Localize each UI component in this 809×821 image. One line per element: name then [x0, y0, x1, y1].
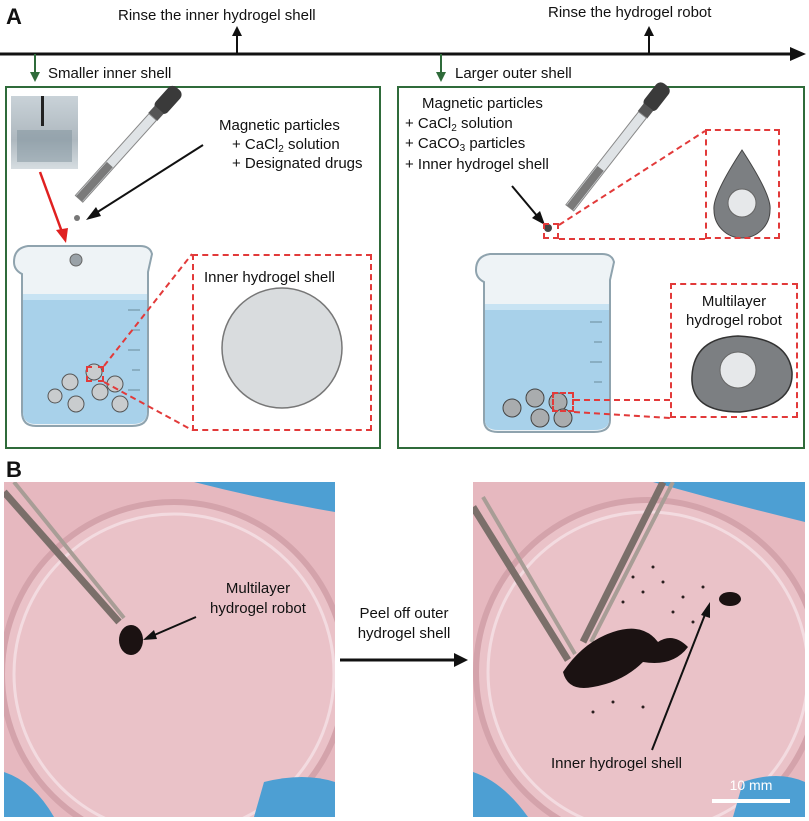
before-peel-photo	[4, 482, 335, 817]
caco3-subscript: 3	[459, 143, 466, 154]
outer-shell-illustration	[474, 82, 793, 433]
cacl2-solution-label: solution	[456, 115, 513, 132]
outer-shell-process-box	[397, 86, 805, 449]
right-ingredient-line-1: Magnetic particles	[422, 95, 543, 112]
rinse-inner-label: Rinse the inner hydrogel shell	[118, 7, 316, 24]
robot-zoom-label-1: Multilayer	[701, 293, 767, 310]
caco3-particles-label: particles	[465, 135, 526, 152]
left-ingredient-line-3: + Designated drugs	[232, 155, 363, 172]
left-ingredient-line-2: + CaCl2 solution	[232, 135, 340, 159]
caco3-label: + CaCO	[405, 135, 460, 152]
right-ingredient-line-2: + CaCl2 solution	[405, 114, 513, 138]
cacl2-subscript: 2	[451, 123, 457, 134]
drop-zoom-box	[543, 223, 559, 239]
scale-bar	[712, 799, 790, 803]
cacl2-label: + CaCl	[405, 115, 452, 132]
left-ingredient-line-1: Magnetic particles	[219, 117, 340, 134]
inner-shell-photo-label: Inner hydrogel shell	[551, 755, 682, 772]
rinse-robot-label: Rinse the hydrogel robot	[548, 4, 712, 21]
right-ingredient-line-4: + Inner hydrogel shell	[405, 156, 549, 173]
robot-photo-label-1: Multilayer	[225, 580, 291, 597]
inner-shell-zoom-frame	[192, 254, 372, 431]
inner-shell-zoom-label: Inner hydrogel shell	[204, 269, 335, 286]
drop-zoom-frame	[705, 129, 780, 239]
panel-b-letter: B	[6, 457, 22, 482]
after-peel-photo-art	[473, 482, 805, 817]
timeline-graphic	[0, 26, 806, 82]
peel-off-label-2: hydrogel shell	[357, 625, 451, 642]
robot-zoom-frame	[670, 283, 798, 418]
robot-bead-zoom-box	[552, 392, 574, 412]
scale-bar-label: 10 mm	[729, 777, 773, 793]
inner-shell-illustration	[12, 85, 343, 431]
robot-photo-label-2: hydrogel robot	[210, 600, 306, 617]
setup-photo-thumbnail	[11, 96, 78, 169]
panel-a-letter: A	[6, 4, 22, 29]
after-peel-photo	[473, 482, 805, 817]
peel-off-label-1: Peel off outer	[359, 605, 449, 622]
inner-bead-zoom-box	[86, 366, 104, 382]
cacl-subscript: 2	[278, 144, 284, 155]
right-ingredient-line-3: + CaCO3 particles	[405, 134, 525, 158]
larger-outer-shell-label: Larger outer shell	[455, 65, 572, 82]
inner-shell-process-box	[5, 86, 381, 449]
cacl-label: + CaCl	[232, 136, 279, 153]
before-peel-photo-art	[4, 482, 335, 817]
smaller-inner-shell-label: Smaller inner shell	[48, 65, 172, 82]
solution-label: solution	[288, 136, 340, 153]
robot-zoom-label-2: hydrogel robot	[686, 312, 782, 329]
